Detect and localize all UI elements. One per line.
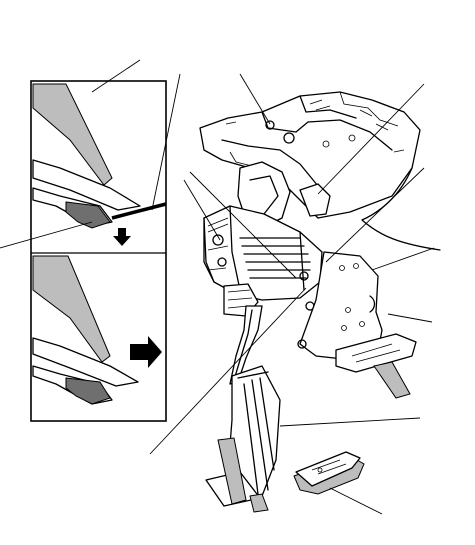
floor-bracket: [335, 333, 417, 399]
right-arrow: [130, 336, 162, 368]
inset-panel-lower: [32, 255, 162, 405]
leader-pedal-arm: [149, 287, 307, 455]
floor-mat-stopper: [293, 451, 365, 495]
pedal-pad: [205, 365, 281, 513]
bracket-edge: [32, 159, 141, 211]
inset-detail: [30, 80, 167, 422]
carpet-panel-lower: [32, 255, 111, 363]
down-arrow: [113, 228, 131, 246]
clip-dark-lower: [65, 377, 111, 405]
pedal-module: [203, 205, 323, 317]
clip-dark: [65, 201, 111, 229]
leader-harness-clip: [317, 83, 425, 195]
leader-inset-rod: [151, 73, 181, 211]
leader-bracket-bolt: [239, 73, 271, 125]
leader-inset-carpet: [91, 59, 141, 93]
rod: [111, 202, 167, 220]
leader-side-plate: [371, 247, 435, 271]
main-assembly: [199, 91, 421, 513]
inset-panel-upper: [32, 83, 167, 246]
leader-connector: [325, 167, 425, 263]
leader-inset-clip: [0, 221, 93, 249]
callout-leaders: [0, 59, 435, 515]
leader-pedal-nuts: [183, 171, 297, 279]
leader-pedal-pad: [279, 417, 421, 427]
leader-floor-bracket: [387, 313, 433, 323]
bracket-edge-lower: [32, 337, 139, 387]
floor-contour: [361, 167, 441, 251]
leader-stopper: [329, 487, 383, 515]
